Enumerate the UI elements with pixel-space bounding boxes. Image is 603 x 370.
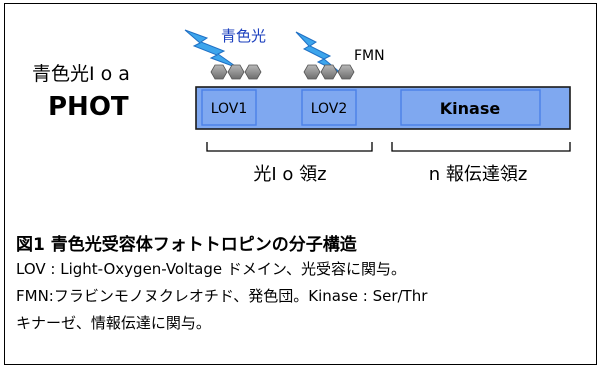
fmn-hexagon-icon <box>227 64 245 80</box>
fmn-hexagon-icon <box>303 64 321 80</box>
fmn-hexagon-group-2 <box>303 64 355 80</box>
region-bracket-photoreceptor <box>206 142 373 152</box>
domain-label: LOV1 <box>211 101 248 117</box>
light-bolt-icon <box>295 31 343 75</box>
caption-line: FMN:フラビンモノヌクレオチド、発色団。Kinase : Ser/Thr <box>16 287 428 305</box>
fmn-hexagon-icon <box>244 64 262 80</box>
domain-label: Kinase <box>440 99 501 118</box>
domain-box <box>201 89 257 126</box>
left-label: 青色光I o a <box>32 63 130 85</box>
fmn-hexagon-icon <box>210 64 228 80</box>
phototropin-domain-diagram: 青色光I o a PHOT 青色光 FMN LOV1 <box>32 27 571 185</box>
domain-kinase: Kinase <box>400 89 541 126</box>
region-label-signaling: n 報伝達領z <box>429 164 528 185</box>
figure-frame <box>4 3 597 365</box>
caption-line: LOV : Light-Oxygen-Voltage ドメイン、光受容に関与。 <box>16 260 406 278</box>
region-bracket-signaling <box>391 142 571 152</box>
domain-box <box>400 89 541 126</box>
protein-name: PHOT <box>48 92 129 122</box>
domain-lov2: LOV2 <box>301 89 357 126</box>
caption-title: 図1 青色光受容体フォトトロピンの分子構造 <box>16 235 357 255</box>
domain-lov1: LOV1 <box>201 89 257 126</box>
light-label: 青色光 <box>221 27 266 45</box>
fmn-hexagon-icon <box>337 64 355 80</box>
caption-line: キナーゼ、情報伝達に関与。 <box>16 314 211 332</box>
domain-box <box>301 89 357 126</box>
cofactor-label: FMN <box>354 48 385 64</box>
domain-label: LOV2 <box>311 101 348 117</box>
fmn-hexagon-icon <box>320 64 338 80</box>
fmn-hexagon-group-1 <box>210 64 262 80</box>
region-label-photoreceptor: 光I o 領z <box>253 164 326 185</box>
